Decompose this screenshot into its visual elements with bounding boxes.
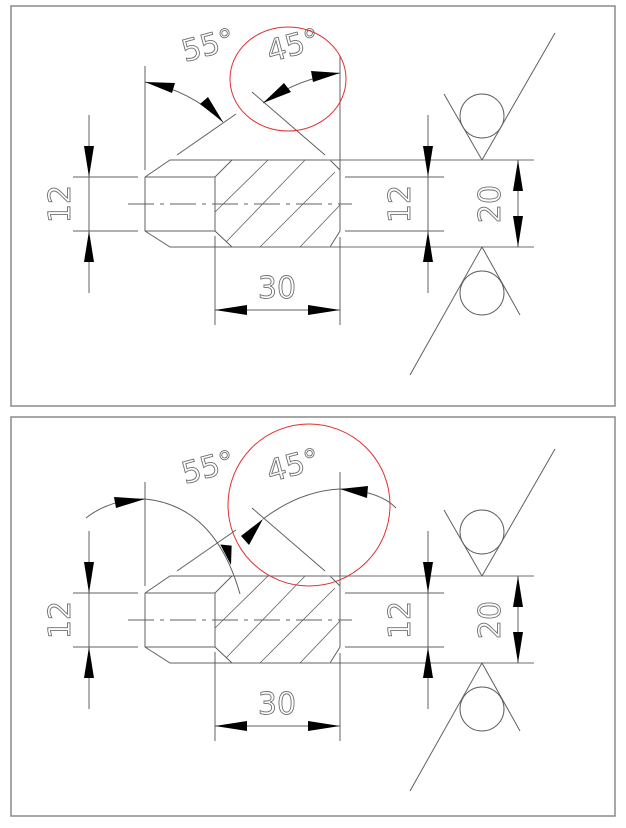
section-hatching	[214, 575, 341, 664]
angle-55: 55°	[85, 444, 241, 595]
angle-label-45: 45°	[263, 442, 323, 490]
technical-drawing-bottom: 12 12 20 30 55° 45°	[10, 416, 616, 817]
angle-45: 45°	[241, 442, 397, 545]
dim-label-12-left: 12	[43, 185, 78, 223]
dimension-30: 30	[215, 271, 340, 315]
dimension-12-left: 12	[43, 115, 94, 293]
v-block-top	[443, 448, 556, 577]
dimension-12-left: 12	[43, 531, 94, 709]
v-block-bottom	[409, 662, 521, 792]
technical-drawing-top: 12 12 20 30 55° 45°	[10, 5, 616, 407]
dimension-20: 20	[473, 160, 523, 247]
section-hatching	[214, 159, 341, 248]
dim-label-30: 30	[258, 271, 296, 306]
angle-45: 45°	[263, 22, 341, 104]
dimension-12-right: 12	[383, 115, 433, 293]
dim-label-30: 30	[258, 687, 296, 722]
highlight-ellipse	[229, 26, 347, 132]
dim-label-12-right: 12	[383, 185, 418, 223]
panel-border	[10, 416, 616, 817]
part-outline	[144, 159, 341, 248]
angle-55: 55°	[144, 22, 239, 123]
part-outline	[144, 575, 341, 664]
dim-label-12-right: 12	[383, 601, 418, 639]
drawing-panel-top: 12 12 20 30 55° 45°	[0, 0, 626, 412]
angle-label-55: 55°	[178, 22, 238, 70]
dim-label-20: 20	[473, 185, 508, 223]
highlight-circle	[227, 423, 391, 587]
v-block-bottom	[409, 246, 521, 376]
dimension-30: 30	[215, 687, 340, 731]
panel-border	[10, 5, 616, 407]
angle-label-55: 55°	[178, 444, 238, 492]
dim-label-20: 20	[473, 601, 508, 639]
dim-label-12-left: 12	[43, 601, 78, 639]
dimension-20: 20	[473, 576, 523, 663]
drawing-panel-bottom: 12 12 20 30 55° 45°	[0, 411, 626, 828]
v-block-top	[443, 32, 556, 161]
dimension-12-right: 12	[383, 531, 433, 709]
